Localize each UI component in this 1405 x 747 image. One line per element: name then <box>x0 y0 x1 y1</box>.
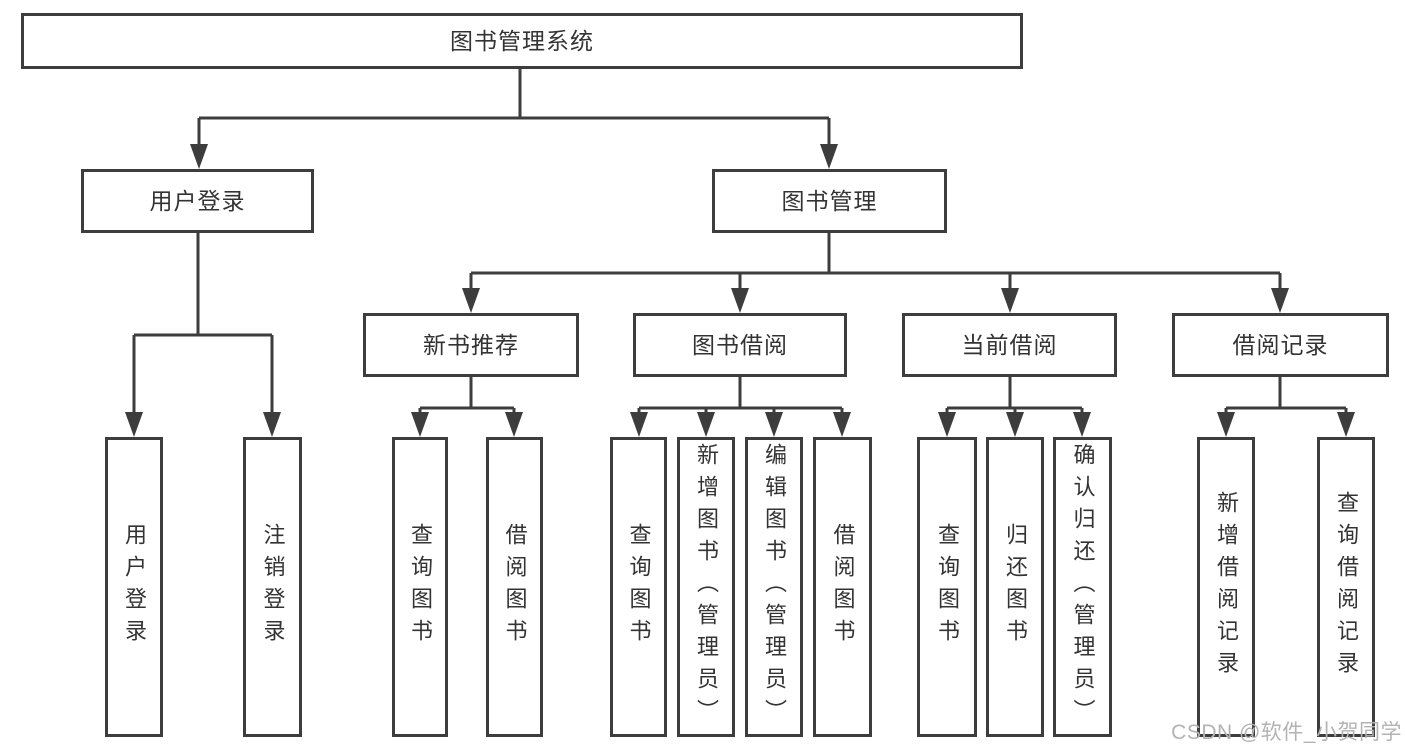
connector-root <box>190 69 838 169</box>
leaf-query-book-current: 查询图书 <box>917 437 977 737</box>
node-new-book-recommend-label: 新书推荐 <box>423 331 519 358</box>
leaf-query-book-borrowing-label: 查询图书 <box>626 523 652 651</box>
arrow-down-icon <box>1337 412 1355 437</box>
arrow-down-icon <box>505 412 523 437</box>
connector-new-book-rec <box>411 377 523 437</box>
leaf-query-book-borrowing: 查询图书 <box>610 437 667 737</box>
connector-borrow-record <box>1217 377 1355 437</box>
leaf-add-borrow-record: 新增借阅记录 <box>1197 437 1255 737</box>
leaf-add-book-admin-label: 新增图书（管理员） <box>694 443 719 731</box>
leaf-edit-book-admin-label: 编辑图书（管理员） <box>762 443 787 731</box>
leaf-confirm-return-admin: 确认归还（管理员） <box>1053 437 1112 737</box>
node-user-login-label: 用户登录 <box>149 187 246 214</box>
leaf-query-borrow-record: 查询借阅记录 <box>1317 437 1375 737</box>
node-borrowing-record: 借阅记录 <box>1172 313 1389 377</box>
node-root: 图书管理系统 <box>21 13 1023 69</box>
leaf-borrow-book-recommend-label: 借阅图书 <box>502 523 528 651</box>
leaf-confirm-return-admin-label: 确认归还（管理员） <box>1070 443 1096 731</box>
arrow-down-icon <box>833 412 851 437</box>
leaf-query-book-current-label: 查询图书 <box>935 523 960 651</box>
arrow-down-icon <box>938 412 956 437</box>
node-root-label: 图书管理系统 <box>450 27 594 54</box>
leaf-add-book-admin: 新增图书（管理员） <box>677 437 735 737</box>
connector-user-login <box>125 233 281 437</box>
arrow-down-icon <box>190 144 208 169</box>
node-current-borrowing: 当前借阅 <box>902 313 1117 377</box>
arrow-down-icon <box>1217 412 1235 437</box>
leaf-borrow-book: 借阅图书 <box>813 437 872 737</box>
connector-current-borrow <box>938 377 1091 437</box>
leaf-logout-label: 注销登录 <box>260 523 286 651</box>
node-current-borrowing-label: 当前借阅 <box>961 331 1058 358</box>
arrow-down-icon <box>630 412 648 437</box>
arrow-down-icon <box>1271 288 1289 313</box>
leaf-edit-book-admin: 编辑图书（管理员） <box>745 437 803 737</box>
leaf-query-book-recommend-label: 查询图书 <box>408 523 433 651</box>
leaf-borrow-book-label: 借阅图书 <box>830 523 856 651</box>
arrow-down-icon <box>411 412 429 437</box>
arrow-down-icon <box>1001 288 1019 313</box>
watermark: CSDN @软件_小贺同学 <box>1171 721 1402 744</box>
arrow-down-icon <box>1006 412 1024 437</box>
node-user-login: 用户登录 <box>81 169 314 233</box>
leaf-return-book: 归还图书 <box>986 437 1044 737</box>
leaf-add-borrow-record-label: 新增借阅记录 <box>1214 491 1239 683</box>
leaf-borrow-book-recommend: 借阅图书 <box>486 437 543 737</box>
arrow-down-icon <box>263 412 281 437</box>
leaf-user-login: 用户登录 <box>105 437 163 737</box>
arrow-down-icon <box>462 288 480 313</box>
node-book-borrowing: 图书借阅 <box>633 313 847 377</box>
arrow-down-icon <box>697 412 715 437</box>
leaf-query-book-recommend: 查询图书 <box>392 437 448 737</box>
arrow-down-icon <box>820 144 838 169</box>
node-new-book-recommend: 新书推荐 <box>363 313 579 377</box>
arrow-down-icon <box>1073 412 1091 437</box>
leaf-query-borrow-record-label: 查询借阅记录 <box>1334 491 1359 683</box>
arrow-down-icon <box>125 412 143 437</box>
leaf-return-book-label: 归还图书 <box>1003 523 1028 651</box>
leaf-user-login-label: 用户登录 <box>122 523 147 651</box>
arrow-down-icon <box>731 288 749 313</box>
arrow-down-icon <box>765 412 783 437</box>
connector-book-borrow <box>630 377 851 437</box>
leaf-logout: 注销登录 <box>243 437 302 737</box>
node-book-management: 图书管理 <box>712 169 947 233</box>
node-book-borrowing-label: 图书借阅 <box>692 331 788 358</box>
node-borrowing-record-label: 借阅记录 <box>1232 331 1329 358</box>
connector-book-mgmt <box>462 233 1289 313</box>
node-book-management-label: 图书管理 <box>781 187 878 214</box>
